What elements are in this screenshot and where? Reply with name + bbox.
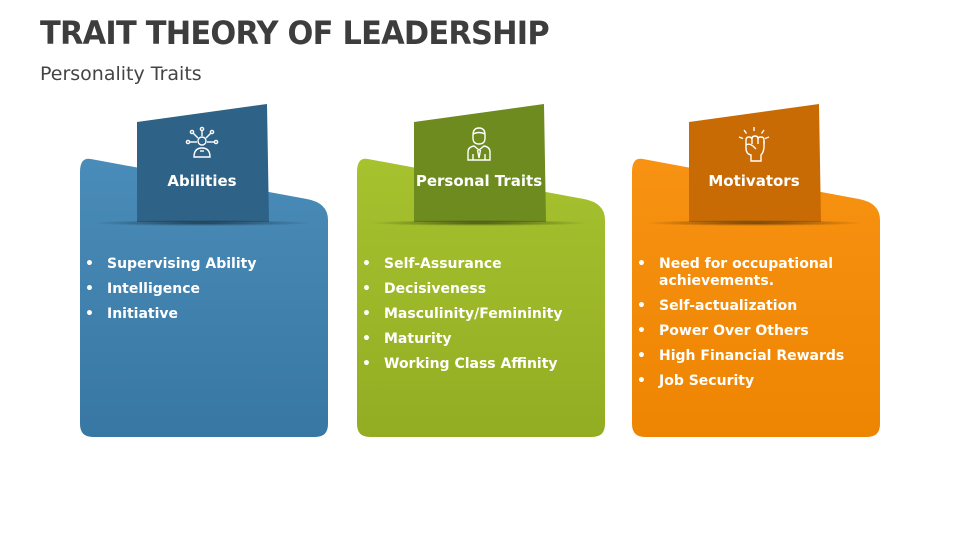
bullet-list: Need for occupational achievements. Self… (637, 256, 867, 398)
page-subtitle: Personality Traits (40, 63, 202, 85)
page-title: TRAIT THEORY OF LEADERSHIP (40, 14, 550, 52)
list-item: Self-Assurance (362, 256, 592, 273)
bullet-list: Supervising Ability Intelligence Initiat… (85, 256, 315, 331)
list-item: Initiative (85, 306, 315, 323)
list-item: Self-actualization (637, 298, 867, 315)
list-item: Power Over Others (637, 323, 867, 340)
raised-fist-icon (738, 127, 770, 162)
person-network-icon (185, 126, 219, 158)
card-heading: Abilities (167, 172, 237, 190)
list-item: Masculinity/Femininity (362, 306, 592, 323)
card-motivators: Motivators Need for occupational achieve… (629, 100, 885, 442)
list-item: High Financial Rewards (637, 348, 867, 365)
list-item: Need for occupational achievements. (637, 256, 867, 290)
list-item: Maturity (362, 331, 592, 348)
businessman-icon (467, 127, 491, 161)
list-item: Supervising Ability (85, 256, 315, 273)
list-item: Intelligence (85, 281, 315, 298)
list-item: Working Class Affinity (362, 356, 592, 373)
card-personal-traits: Personal Traits Self-Assurance Decisiven… (354, 100, 610, 442)
card-heading: Motivators (708, 172, 800, 190)
list-item: Decisiveness (362, 281, 592, 298)
bullet-list: Self-Assurance Decisiveness Masculinity/… (362, 256, 592, 381)
list-item: Job Security (637, 373, 867, 390)
card-abilities: Abilities Supervising Ability Intelligen… (77, 100, 333, 442)
card-heading: Personal Traits (415, 172, 543, 190)
